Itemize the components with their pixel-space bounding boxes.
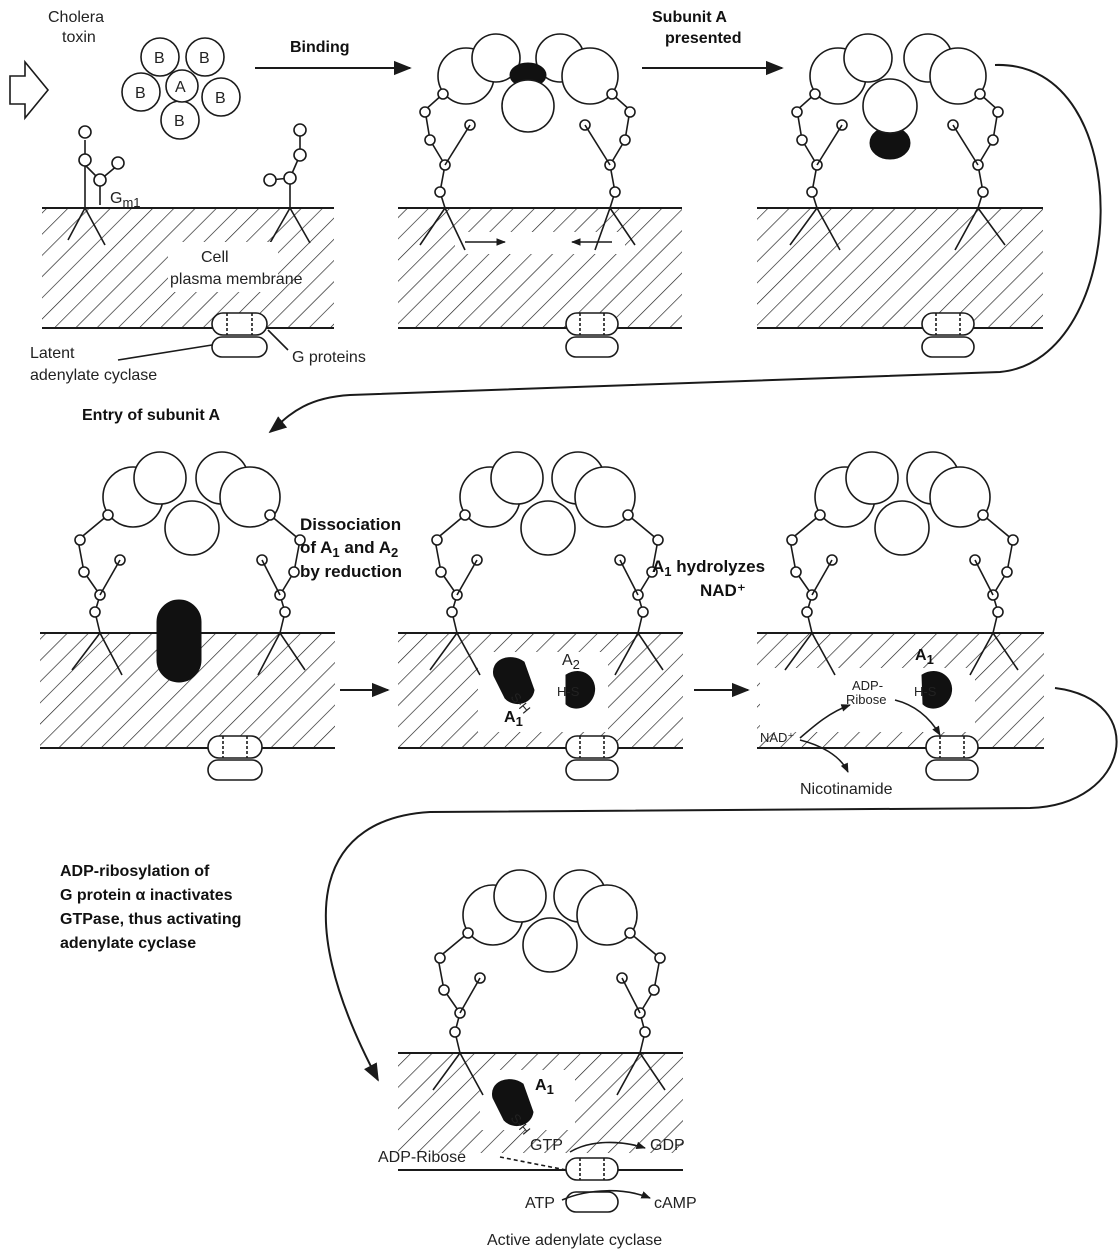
panel-active-adenylate-cyclase: S-H A1 ADP-Ribose GTP GDP ATP cAMP Activ…: [378, 870, 697, 1249]
adp-ribose-label-2: Ribose: [846, 692, 886, 707]
g-protein-complex: [212, 313, 267, 357]
panel-hydrolysis: H-S A1 ADP- Ribose NAD⁺ Nicotinamide: [757, 452, 1044, 798]
binding-label: Binding: [290, 39, 350, 56]
subunit-a-presented-label-1: Subunit A: [652, 9, 727, 26]
camp-label: cAMP: [654, 1195, 697, 1212]
adp-ribose-label-1: ADP-: [852, 678, 883, 693]
dissociation-label-1: Dissociation: [300, 515, 401, 534]
subunit-b-label: B: [154, 50, 165, 67]
subunit-b-label: B: [215, 90, 226, 107]
gtp-label: GTP: [530, 1137, 563, 1154]
adp-ribosylation-caption-4: adenylate cyclase: [60, 935, 196, 952]
hs-label: H-S: [914, 684, 937, 699]
gdp-label: GDP: [650, 1137, 685, 1154]
entry-of-subunit-a-label: Entry of subunit A: [82, 407, 221, 424]
subunit-b-label: B: [174, 113, 185, 130]
latent-label: Latent: [30, 345, 75, 362]
panel-dissociation: S-H A1 H-S A2: [398, 452, 683, 780]
entry-hollow-arrow: [10, 62, 48, 118]
subunit-b-label: B: [135, 85, 146, 102]
g-proteins-label: G proteins: [292, 349, 366, 366]
panel-binding: [398, 34, 682, 357]
subunit-a-label: A: [175, 79, 186, 96]
cholera-toxin-label-1: Cholera: [48, 9, 104, 26]
plasma-membrane-label: plasma membrane: [170, 271, 303, 288]
active-adenylate-cyclase-label: Active adenylate cyclase: [487, 1232, 662, 1249]
cholera-toxin-label-2: toxin: [62, 29, 96, 46]
latent-adenylate-cyclase-label: adenylate cyclase: [30, 367, 157, 384]
dissociation-label-3: by reduction: [300, 562, 402, 581]
dissociation-label-2: of A1 and A2: [300, 538, 398, 560]
nicotinamide-label: Nicotinamide: [800, 781, 893, 798]
adp-ribosylation-caption-2: G protein α inactivates: [60, 887, 233, 904]
panel-subunit-presented: [757, 34, 1043, 357]
subunit-b-label: B: [199, 50, 210, 67]
hs-label: H-S: [557, 684, 580, 699]
nad-plus-label: NAD⁺: [760, 730, 794, 745]
hydrolyzes-label-1: A1 hydrolyzes: [652, 557, 765, 579]
panel-entry: [40, 452, 335, 780]
hydrolyzes-label-2: NAD⁺: [700, 581, 746, 600]
panel-cholera-toxin: Cholera toxin B B B B B A Binding: [10, 9, 410, 384]
adp-ribosylation-caption-3: GTPase, thus activating: [60, 911, 241, 928]
adp-ribose-label: ADP-Ribose: [378, 1149, 466, 1166]
cell-plasma-membrane: [42, 208, 334, 328]
cell-label: Cell: [201, 249, 229, 266]
subunit-a-presented-label-2: presented: [665, 30, 741, 47]
adp-ribosylation-caption-1: ADP-ribosylation of: [60, 863, 210, 880]
atp-label: ATP: [525, 1195, 555, 1212]
subunit-a-dark: [157, 600, 201, 682]
toxin-cluster: B B B B B A: [122, 38, 240, 139]
